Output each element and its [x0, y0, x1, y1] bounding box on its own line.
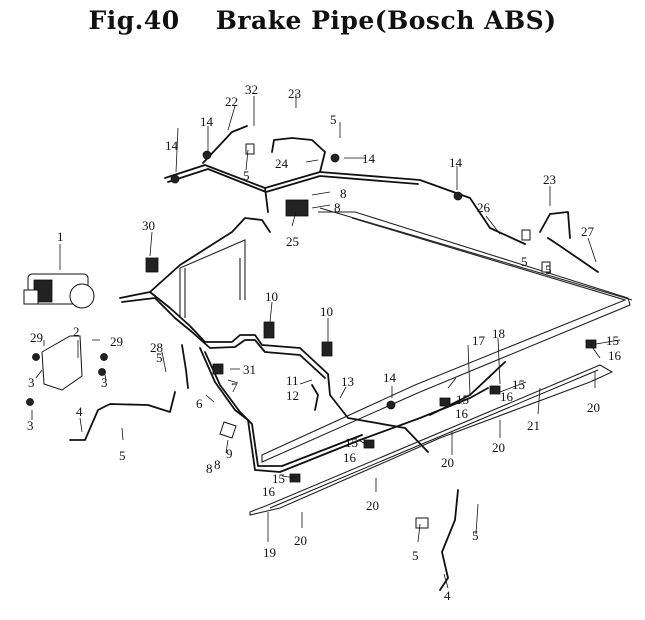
- callout-11: 11: [286, 373, 299, 388]
- callout-14: 14: [362, 151, 376, 166]
- callout-31: 31: [243, 362, 256, 377]
- callout-15: 15: [606, 333, 619, 348]
- abs-hydraulic-unit: [23, 273, 95, 309]
- callout-12: 12: [286, 388, 299, 403]
- brake-pipe-lines: [69, 125, 599, 591]
- callout-15: 15: [272, 471, 285, 486]
- callout-5: 5: [521, 254, 528, 269]
- callout-14: 14: [165, 138, 179, 153]
- callout-23: 23: [543, 172, 556, 187]
- callout-29: 29: [110, 334, 123, 349]
- callout-8: 8: [206, 461, 213, 476]
- callout-19: 19: [263, 545, 276, 560]
- callout-1: 1: [57, 229, 64, 244]
- callout-25: 25: [286, 234, 299, 249]
- callout-18: 18: [492, 326, 505, 341]
- callout-10: 10: [265, 289, 278, 304]
- callout-20: 20: [492, 440, 505, 455]
- callout-16: 16: [343, 450, 357, 465]
- callout-14: 14: [200, 114, 214, 129]
- callout-4: 4: [444, 588, 451, 603]
- callout-8: 8: [214, 457, 221, 472]
- callout-3: 3: [28, 375, 35, 390]
- callout-24: 24: [275, 156, 289, 171]
- callout-5: 5: [156, 350, 163, 365]
- callout-3: 3: [27, 418, 34, 433]
- callout-15: 15: [345, 435, 358, 450]
- junction-block: [285, 199, 309, 217]
- abs-bracket: [41, 335, 83, 391]
- callout-10: 10: [320, 304, 333, 319]
- callout-5: 5: [545, 262, 552, 277]
- callout-32: 32: [245, 82, 258, 97]
- callout-29: 29: [30, 330, 43, 345]
- callout-13: 13: [341, 374, 354, 389]
- callout-7: 7: [231, 380, 238, 395]
- frame-outline: [179, 207, 633, 463]
- callout-5: 5: [119, 448, 126, 463]
- callout-17: 17: [472, 333, 486, 348]
- callout-20: 20: [366, 498, 379, 513]
- callout-16: 16: [608, 348, 622, 363]
- callout-14: 14: [383, 370, 397, 385]
- callout-16: 16: [262, 484, 276, 499]
- callout-14: 14: [449, 155, 463, 170]
- callout-26: 26: [477, 200, 491, 215]
- callout-8: 8: [340, 186, 347, 201]
- callout-2: 2: [73, 324, 80, 339]
- callout-22: 22: [225, 94, 238, 109]
- callout-20: 20: [294, 533, 307, 548]
- callout-9: 9: [226, 446, 233, 461]
- callout-20: 20: [587, 400, 600, 415]
- callout-labels: 1 2 3 3 3 4 4 5 5 5 5 5 5 5 5 6 7 8 8 8 …: [27, 82, 622, 603]
- callout-3: 3: [101, 375, 108, 390]
- callout-5: 5: [243, 168, 250, 183]
- callout-16: 16: [500, 389, 514, 404]
- callout-28: 28: [150, 340, 163, 355]
- callout-21: 21: [527, 418, 540, 433]
- lower-rail: [249, 364, 614, 516]
- callout-5: 5: [330, 112, 337, 127]
- callout-5: 5: [412, 548, 419, 563]
- callout-5: 5: [472, 528, 479, 543]
- callout-27: 27: [581, 224, 595, 239]
- figure-title: Fig.40 Brake Pipe(Bosch ABS): [0, 6, 645, 35]
- callout-8: 8: [334, 200, 341, 215]
- figure-name: Brake Pipe(Bosch ABS): [215, 6, 557, 35]
- callout-4: 4: [76, 404, 83, 419]
- callout-15: 15: [512, 377, 525, 392]
- figure-number: Fig.40: [88, 6, 180, 35]
- callout-23: 23: [288, 86, 301, 101]
- small-parts: [26, 143, 597, 529]
- callout-16: 16: [455, 406, 469, 421]
- callout-15: 15: [456, 392, 469, 407]
- callout-6: 6: [196, 396, 203, 411]
- callout-30: 30: [142, 218, 155, 233]
- leader-lines: [31, 94, 621, 589]
- callout-20: 20: [441, 455, 454, 470]
